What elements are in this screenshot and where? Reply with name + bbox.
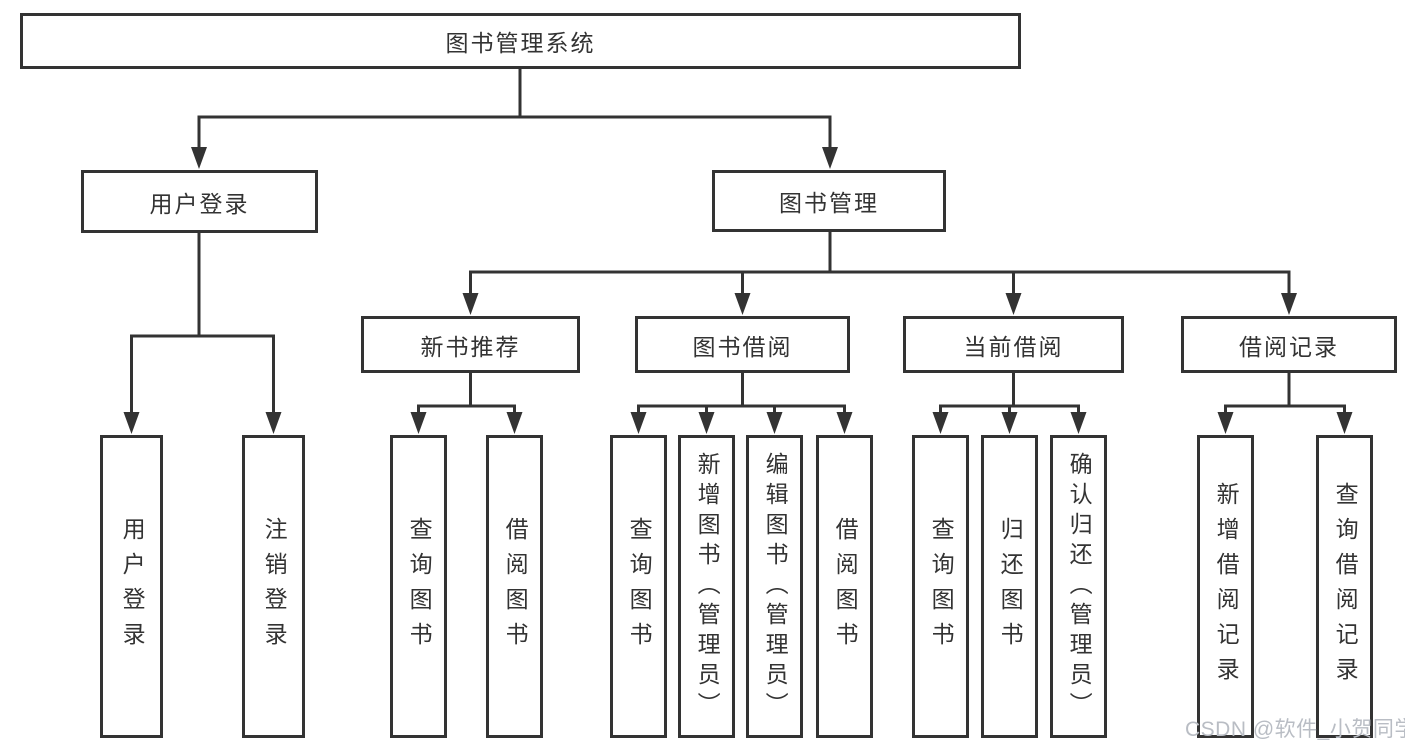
node-label: 图书管理系统 — [445, 30, 596, 56]
leaf-label: 新增图书（管理员） — [694, 451, 721, 722]
csdn-watermark: CSDN @软件_小贺同学 — [1185, 718, 1405, 741]
leaf-current-query-books: 查询图书 — [912, 435, 969, 738]
leaf-label: 借阅图书 — [502, 516, 529, 657]
node-label: 用户登录 — [149, 190, 250, 217]
leaf-label: 确认归还（管理员） — [1066, 451, 1093, 722]
leaf-label: 查询图书 — [928, 516, 955, 657]
node-borrowing-records: 借阅记录 — [1181, 316, 1397, 373]
node-current-borrowing: 当前借阅 — [903, 316, 1124, 373]
node-label: 新书推荐 — [420, 333, 521, 360]
leaf-label: 用户登录 — [119, 516, 146, 657]
leaf-label: 新增借阅记录 — [1213, 481, 1240, 692]
leaf-newbook-query-books: 查询图书 — [390, 435, 447, 738]
leaf-label: 归还图书 — [997, 516, 1024, 657]
node-user-login: 用户登录 — [81, 170, 318, 233]
leaf-confirm-return-admin: 确认归还（管理员） — [1050, 435, 1107, 738]
node-book-management: 图书管理 — [712, 170, 946, 232]
leaf-label: 注销登录 — [261, 516, 288, 657]
node-new-book-recommendation: 新书推荐 — [361, 316, 580, 373]
node-root-library-management-system: 图书管理系统 — [20, 13, 1021, 69]
leaf-label: 查询图书 — [406, 516, 433, 657]
connector-lines — [130, 69, 1346, 414]
leaf-label: 编辑图书（管理员） — [762, 451, 789, 722]
leaf-borrowing-query-books: 查询图书 — [610, 435, 667, 738]
node-label: 图书管理 — [779, 190, 879, 216]
node-book-borrowing: 图书借阅 — [635, 316, 850, 373]
leaf-return-books: 归还图书 — [981, 435, 1038, 738]
leaf-user-login: 用户登录 — [100, 435, 163, 738]
leaf-add-books-admin: 新增图书（管理员） — [678, 435, 735, 738]
node-label: 图书借阅 — [692, 333, 793, 360]
node-label: 当前借阅 — [963, 333, 1064, 360]
node-label: 借阅记录 — [1239, 333, 1339, 360]
leaf-query-borrow-record: 查询借阅记录 — [1316, 435, 1373, 738]
leaf-label: 查询借阅记录 — [1332, 481, 1359, 692]
leaf-newbook-borrow-books: 借阅图书 — [486, 435, 543, 738]
leaf-edit-books-admin: 编辑图书（管理员） — [746, 435, 803, 738]
leaf-borrowing-borrow-books: 借阅图书 — [816, 435, 873, 738]
leaf-label: 借阅图书 — [832, 516, 859, 657]
leaf-add-borrow-record: 新增借阅记录 — [1197, 435, 1254, 738]
leaf-logout: 注销登录 — [242, 435, 305, 738]
leaf-label: 查询图书 — [626, 516, 653, 657]
